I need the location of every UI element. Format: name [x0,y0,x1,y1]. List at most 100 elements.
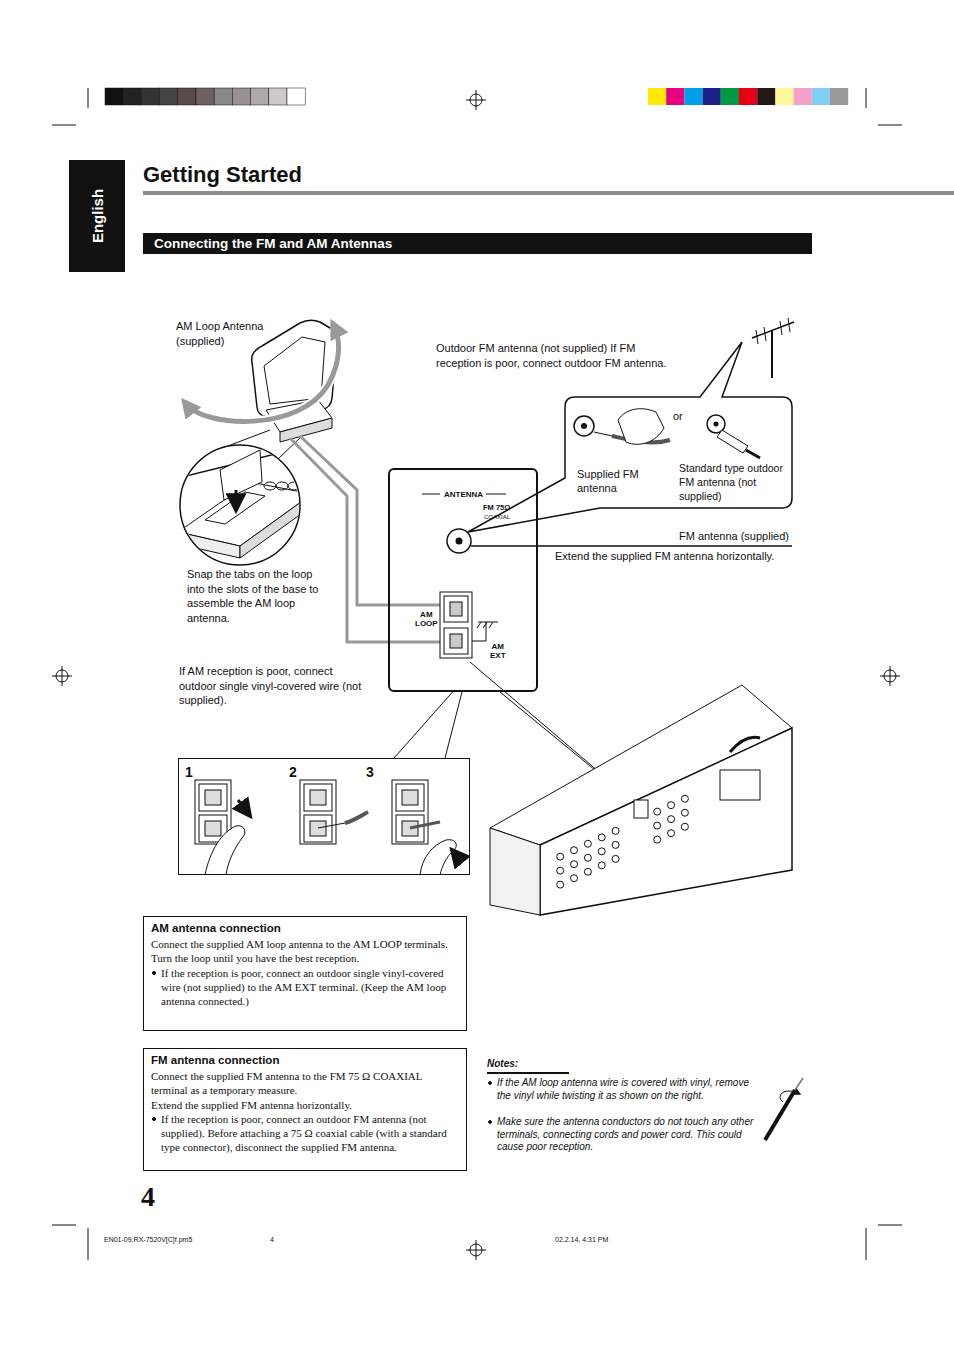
line-art [52,666,72,686]
line-art [444,596,468,622]
language-label: English [89,189,106,243]
line-art [612,855,619,862]
line-art [764,327,766,341]
line-art [739,88,757,105]
line-art [489,622,493,628]
receiver-rear-panel [490,685,792,915]
line-art [557,867,564,874]
line-art [410,822,440,828]
line-art [714,422,719,427]
line-art [123,88,141,105]
fm-wire [471,545,792,547]
terminal-label: AM LOOP [415,610,438,628]
section-heading: Connecting the FM and AM Antennas [154,236,392,251]
line-art [721,88,739,105]
panel-heading: ANTENNA [444,490,483,499]
line-art [178,88,196,105]
section-band: Connecting the FM and AM Antennas [143,233,812,254]
line-art [866,88,867,108]
page-number: 4 [141,1182,155,1212]
line-art [466,1240,486,1260]
line-art [746,450,760,458]
step-number: 3 [366,764,374,780]
terminal-label: COAXIAL [484,514,510,521]
note-text: Make sure the antenna conductors do not … [487,1116,755,1154]
line-art [581,423,587,429]
line-art [795,1078,803,1090]
line-art [300,436,440,605]
line-art [654,822,661,829]
steps-box: 123 [178,758,470,875]
line-art [584,854,591,861]
body-text: Turn the loop until you have the best re… [151,951,459,965]
line-art [456,538,463,545]
note-text: If the AM loop antenna wire is covered w… [487,1077,755,1102]
instruction-text: Extend the supplied FM antenna horizonta… [555,550,795,563]
line-art [199,784,227,811]
line-art [681,809,688,816]
wire-twist-illustration [765,1078,803,1140]
line-art [730,737,760,752]
line-art [490,828,540,915]
leader-line [445,692,462,758]
heading-rule [143,191,954,195]
line-art [598,862,605,869]
line-art [318,823,345,828]
line-art [420,840,456,875]
supplied-antenna-illustration [574,409,670,445]
line-art [444,628,468,654]
line-art [780,1091,800,1102]
line-art [866,1228,867,1260]
part-label: AM Loop Antenna (supplied) [176,319,288,348]
line-art [654,836,661,843]
line-art [396,815,424,842]
line-art [88,1228,89,1260]
antenna-caption: Supplied FM antenna [577,467,662,495]
bullet-text: If the reception is poor, connect an out… [151,1112,459,1155]
line-art [878,125,902,126]
line-art [574,416,594,436]
line-art [450,602,462,616]
line-art [238,800,250,816]
line-art [220,450,262,500]
line-art [62,666,63,686]
line-art [476,90,477,110]
line-art [557,881,564,888]
line-art [160,88,178,105]
line-art [487,1072,569,1074]
line-art [780,321,782,335]
line-art [598,834,605,841]
part-label: Outdoor FM antenna (not supplied) If FM … [436,341,668,370]
footer-text: EN01-09.RX-7520V[C]f.pm5 [104,1236,192,1243]
antenna-panel: ANTENNAFM 75ΩCOAXIAL AM LOOP AM EXT [388,468,538,692]
box-heading: AM antenna connection [151,922,459,934]
line-art [422,494,440,495]
line-art [141,88,159,105]
line-art [447,529,471,553]
line-art [681,795,688,802]
line-art [483,622,487,628]
line-art [466,90,486,110]
step-number: 1 [185,764,193,780]
footer-text: 02.2.14, 4:31 PM [555,1236,608,1243]
footer-text: 4 [270,1236,274,1243]
line-art [634,800,648,818]
line-art [304,815,332,842]
line-art [890,666,891,686]
instruction-text: Snap the tabs on the loop into the slots… [187,567,332,625]
line-art [304,784,332,811]
line-art [402,790,418,805]
line-art [666,88,684,105]
line-art [612,827,619,834]
line-art [618,409,664,445]
line-art [598,848,605,855]
terminal-label: FM 75Ω [483,504,510,513]
line-art [205,790,221,805]
info-box: AM antenna connectionConnect the supplie… [143,916,467,1031]
terminal-label: AM EXT [490,642,506,660]
line-art [178,532,240,558]
line-art [571,875,578,882]
line-art [52,88,902,1260]
line-art [668,830,675,837]
outdoor-fm-antenna [752,318,794,378]
